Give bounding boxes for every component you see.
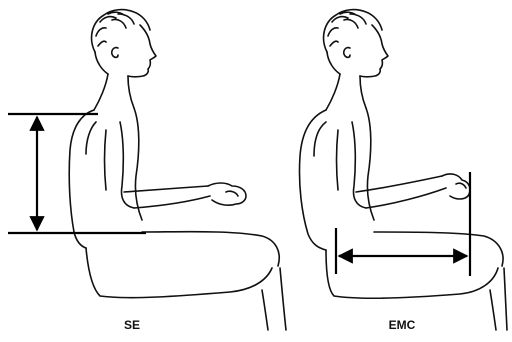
hair-left [92, 10, 150, 52]
neck-right [326, 74, 366, 110]
head-back-right [327, 48, 350, 74]
neck-left [94, 74, 134, 110]
upper-arm-right [337, 122, 367, 208]
thigh-right [326, 232, 503, 298]
seated-figure-right [299, 10, 507, 330]
face-right [360, 25, 388, 77]
caption-emc: EMC [362, 318, 442, 332]
shoulder-left [86, 122, 96, 154]
fist-left [208, 183, 246, 205]
shoulder-right [314, 122, 326, 156]
hair-right [324, 10, 382, 52]
upper-arm-left [105, 122, 135, 208]
seated-figure-left [8, 10, 286, 330]
caption-se: SE [92, 318, 172, 332]
fist-right [442, 174, 470, 199]
thigh-left [86, 232, 279, 298]
face-left [128, 25, 156, 77]
head-back-left [95, 48, 118, 74]
